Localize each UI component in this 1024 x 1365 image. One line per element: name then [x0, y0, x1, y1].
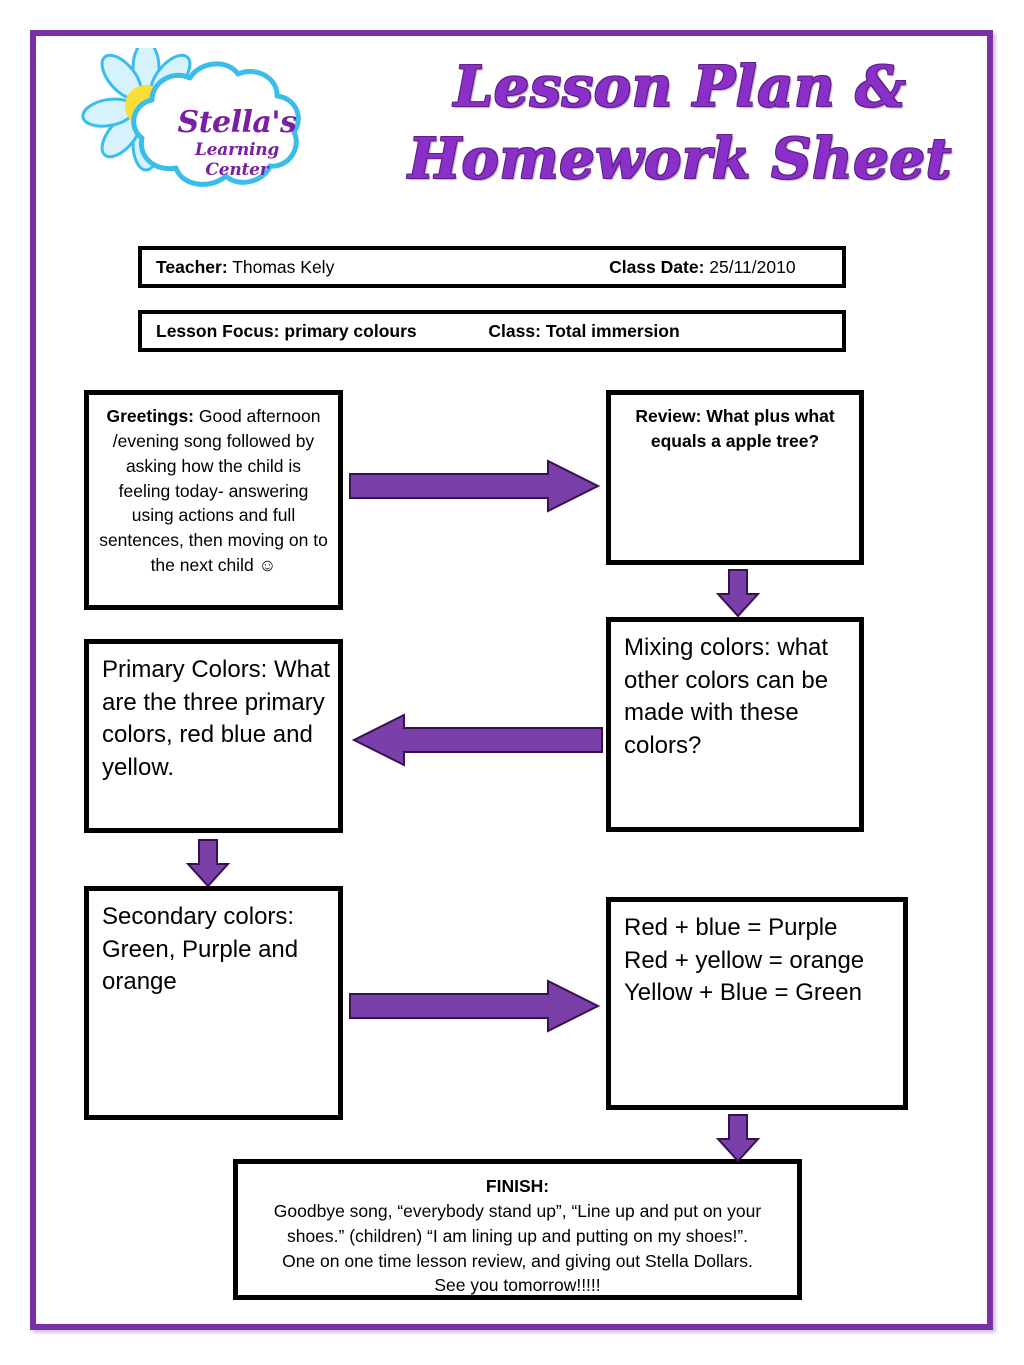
secondary-colors-box: Secondary colors: Green, Purple and oran… — [84, 886, 343, 1120]
equation-line-3: Yellow + Blue = Green — [624, 979, 862, 1007]
lesson-focus-info-bar: Lesson Focus: primary colours Class: Tot… — [138, 310, 846, 352]
secondary-colors-text: Secondary colors: Green, Purple and oran… — [102, 903, 299, 996]
lesson-focus-value: primary colours — [284, 320, 417, 341]
greetings-body: Good afternoon /evening song followed by… — [99, 406, 328, 576]
greetings-box: Greetings: Good afternoon /evening song … — [84, 390, 343, 610]
finish-line-4: See you tomorrow!!!!! — [434, 1275, 601, 1296]
primary-colors-text: Primary Colors: What are the three prima… — [102, 656, 331, 781]
stellas-learning-center-logo: Stella's Learning Center — [78, 48, 318, 198]
mixing-colors-text: Mixing colors: what other colors can be … — [624, 634, 829, 759]
finish-label: FINISH: — [485, 1176, 550, 1196]
lesson-focus-label: Lesson Focus: — [156, 320, 280, 341]
equation-line-2: Red + yellow = orange — [624, 946, 865, 974]
class-value: Total immersion — [545, 320, 680, 341]
review-text: Review: What plus what equals a apple tr… — [635, 406, 835, 451]
equation-line-1: Red + blue = Purple — [624, 914, 838, 941]
title-line-2: Homework Sheet — [408, 125, 952, 192]
title-line-1: Lesson Plan & — [453, 54, 907, 120]
primary-colors-box: Primary Colors: What are the three prima… — [84, 639, 343, 833]
finish-line-3: One on one time lesson review, and givin… — [282, 1250, 753, 1271]
class-date-label: Class Date: — [609, 256, 705, 277]
cloud-shape-icon — [131, 61, 301, 187]
arrow-down-equations-to-finish — [716, 1114, 760, 1163]
greetings-label: Greetings: — [106, 406, 195, 426]
page-title: Lesson Plan & Homework Sheet — [400, 52, 960, 195]
arrow-right-secondary-to-equations — [349, 979, 600, 1033]
teacher-info-bar: Teacher: Thomas Kely Class Date: 25/11/2… — [138, 246, 846, 288]
arrow-down-review-to-mixing — [716, 569, 760, 618]
arrow-left-mixing-to-primary — [352, 713, 603, 767]
class-label: Class: — [488, 320, 541, 341]
finish-line-1: Goodbye song, “everybody stand up”, “Lin… — [273, 1200, 762, 1221]
color-equations-box: Red + blue = Purple Red + yellow = orang… — [606, 897, 908, 1110]
review-box: Review: What plus what equals a apple tr… — [606, 390, 864, 565]
class-date-value: 25/11/2010 — [709, 256, 796, 277]
teacher-label: Teacher: — [156, 256, 228, 277]
mixing-colors-box: Mixing colors: what other colors can be … — [606, 617, 864, 832]
arrow-right-greetings-to-review — [349, 459, 600, 513]
logo-artwork — [81, 48, 301, 187]
finish-line-2: shoes.” (children) “I am lining up and p… — [286, 1225, 749, 1246]
finish-box: FINISH: Goodbye song, “everybody stand u… — [233, 1159, 802, 1300]
arrow-down-primary-to-secondary — [186, 839, 230, 888]
teacher-value: Thomas Kely — [232, 256, 335, 277]
